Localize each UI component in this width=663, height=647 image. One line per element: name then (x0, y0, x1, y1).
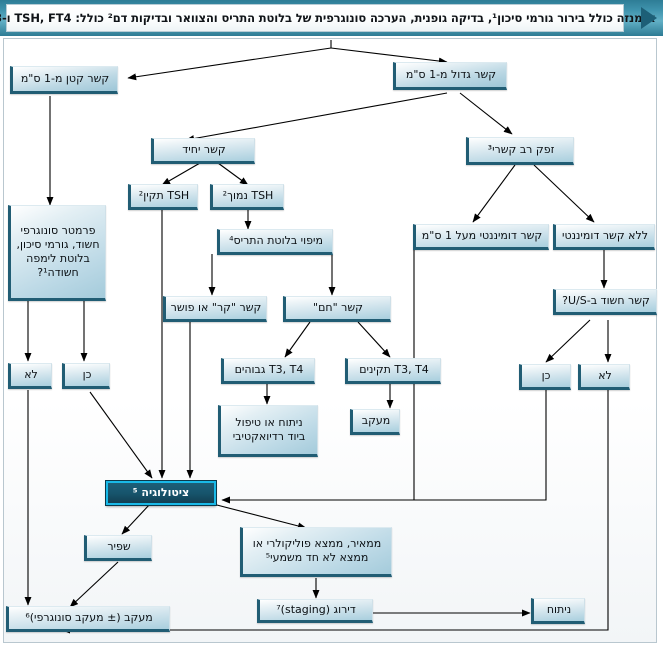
node-yes-left[interactable]: כן (62, 363, 110, 389)
node-no-left[interactable]: לא (8, 363, 52, 389)
node-cytology[interactable]: ציטולוגיה ⁵ (106, 481, 216, 505)
node-thyroid-scan[interactable]: מיפוי בלוטת התריס⁴ (217, 229, 333, 255)
header-title: אנמנזה כולל בירור גורמי סיכון¹, בדיקה גו… (0, 11, 656, 25)
node-followup-us[interactable]: מעקב (± מעקב סונוגרפי)⁶ (6, 606, 170, 632)
node-t3t4-normal[interactable]: T3, T4 תקינים (345, 358, 441, 384)
node-hot-nodule[interactable]: קשר "חם" (283, 296, 391, 322)
node-no-dominant-nodule[interactable]: ללא קשר דומיננטי (553, 224, 655, 250)
node-small-nodule[interactable]: קשר קטן מ-1 ס"מ (10, 66, 118, 94)
node-followup-small[interactable]: מעקב (350, 409, 400, 435)
node-no-right[interactable]: לא (578, 364, 630, 390)
triangle-left-icon (641, 7, 657, 29)
node-large-nodule[interactable]: קשר גדול מ-1 ס"מ (393, 62, 507, 90)
node-surgery[interactable]: ניתוח (531, 598, 585, 624)
node-cold-nodule[interactable]: קשר "קר" או פושר (163, 296, 267, 322)
header-bar: אנמנזה כולל בירור גורמי סיכון¹, בדיקה גו… (0, 0, 663, 36)
node-single-nodule[interactable]: קשר יחיד (151, 138, 255, 164)
node-multinodular-goiter[interactable]: זפק רב קשרי³ (466, 137, 574, 165)
node-tsh-low[interactable]: TSH נמוך² (210, 184, 284, 210)
node-tsh-normal[interactable]: TSH תקין² (128, 184, 198, 210)
node-malignant[interactable]: ממאיר, ממצא פוליקולרי או ממצא לא חד משמע… (240, 527, 392, 577)
header-text-box: אנמנזה כולל בירור גורמי סיכון¹, בדיקה גו… (0, 4, 656, 32)
node-benign[interactable]: שפיר (84, 535, 152, 561)
node-suspicious-us-nodule[interactable]: קשר חשוד ב-U/S? (553, 289, 657, 315)
node-surgery-or-radioiodine[interactable]: ניתוח או טיפול ביוד רדיואקטיבי (218, 405, 318, 457)
node-yes-right[interactable]: כן (519, 364, 571, 390)
node-suspicious-parameters[interactable]: פרמטר סונוגרפי חשוד, גורמי סיכון, בלוטת … (8, 205, 106, 301)
node-t3t4-high[interactable]: T3, T4 גבוהים (221, 358, 315, 384)
node-staging[interactable]: דירוג (staging)⁷ (257, 599, 373, 623)
node-dominant-nodule[interactable]: קשר דומיננטי מעל 1 ס"מ (413, 224, 549, 250)
